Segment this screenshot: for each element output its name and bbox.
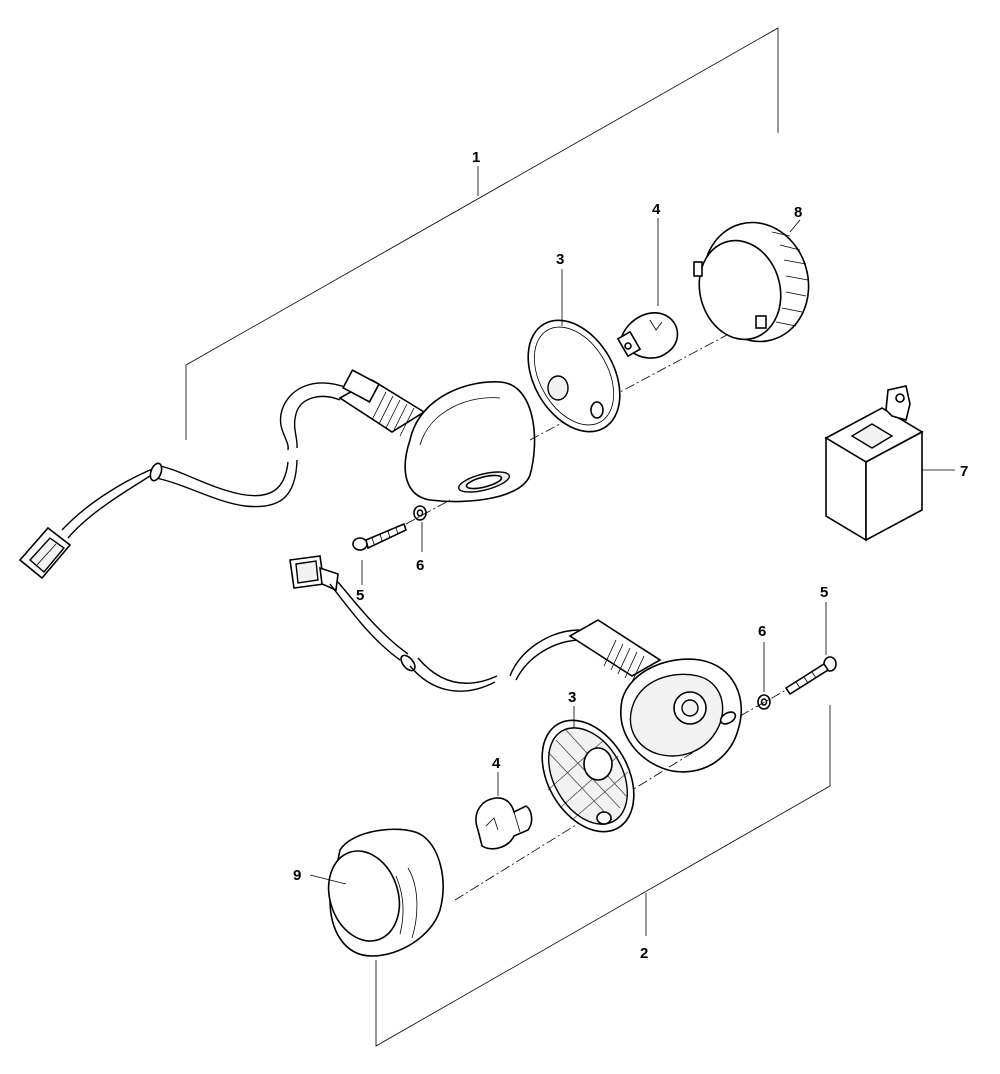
upper-wire-connector [18, 526, 72, 580]
callout-3-upper: 3 [556, 251, 564, 268]
upper-lens [693, 221, 810, 343]
callout-5-left: 5 [356, 587, 364, 604]
callout-6-left: 6 [416, 557, 424, 574]
upper-turn-signal-housing [18, 369, 536, 580]
upper-bulb [616, 312, 679, 359]
lower-turn-signal-housing [329, 581, 742, 773]
assembly-bracket-1 [185, 27, 779, 440]
upper-screw-axis [405, 499, 451, 525]
left-washer [413, 505, 427, 521]
callout-4-lower: 4 [492, 755, 501, 772]
callout-8: 8 [794, 204, 802, 221]
right-screw [784, 656, 837, 696]
callout-5-right: 5 [820, 584, 828, 601]
lower-screw-axis [739, 689, 787, 717]
callout-6-right: 6 [758, 623, 766, 640]
callout-3-lower: 3 [568, 689, 576, 706]
lower-wire-connector [289, 555, 339, 592]
callout-9: 9 [293, 867, 301, 884]
left-screw [352, 522, 407, 551]
lower-lens [327, 828, 444, 957]
callout-1: 1 [472, 149, 480, 166]
upper-reflector [527, 319, 621, 433]
lower-centerline [454, 747, 701, 901]
flasher-relay [824, 385, 924, 542]
lower-reflector [541, 719, 635, 833]
callout-2: 2 [640, 945, 648, 962]
lower-bulb [475, 797, 533, 850]
callout-4-upper: 4 [652, 201, 661, 218]
callout-7: 7 [960, 463, 968, 480]
assembly-bracket-2 [375, 705, 831, 1047]
